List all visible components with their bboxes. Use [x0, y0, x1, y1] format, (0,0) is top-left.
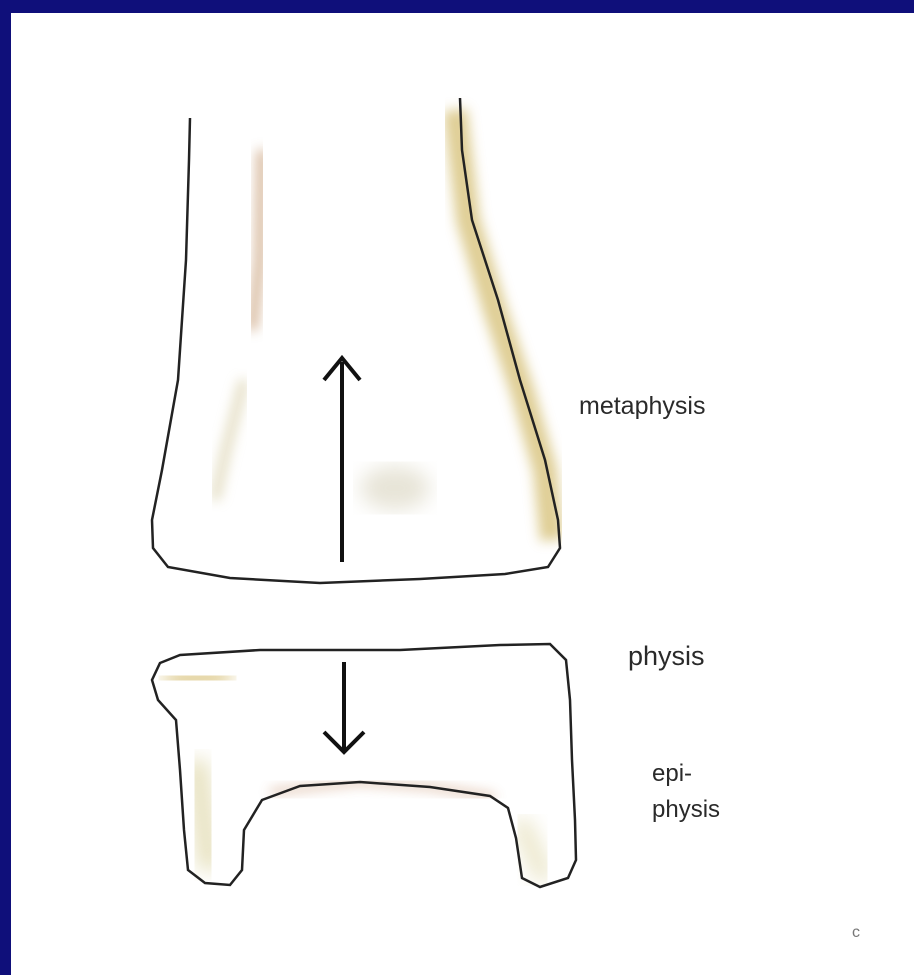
metaphysis-label: metaphysis	[579, 392, 705, 421]
physis-label: physis	[628, 641, 705, 672]
corner-mark: c	[852, 924, 860, 942]
epiphysis-label-line2: physis	[652, 796, 720, 824]
metaphysis-bone	[152, 98, 560, 583]
epiphysis-bone	[152, 644, 576, 887]
epiphysis-label-line1: epi-	[652, 760, 692, 788]
